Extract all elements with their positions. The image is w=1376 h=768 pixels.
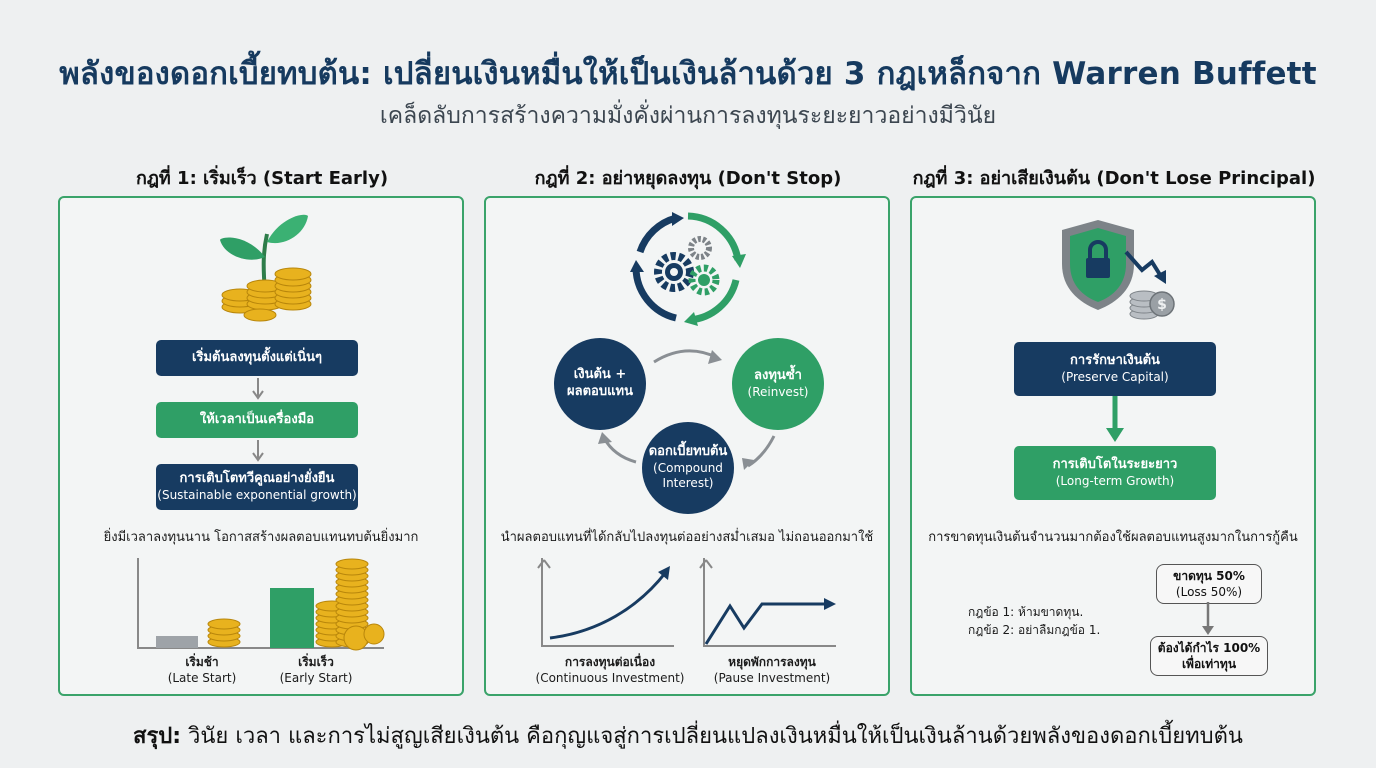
summary-label: สรุป: bbox=[133, 724, 182, 749]
pause-growth-line bbox=[704, 602, 828, 645]
exponential-growth-box: การเติบโตทวีคูณอย่างยั่งยืน (Sustainable… bbox=[156, 464, 358, 510]
gears-cycle-icon bbox=[630, 212, 746, 326]
shield-lock-icon: $ bbox=[1062, 220, 1175, 320]
rule3-panel: $ การรักษาเงินต้น (Preserve Capital) การ… bbox=[910, 196, 1316, 696]
continuous-investment-chart bbox=[537, 558, 674, 647]
rule3-heading: กฎที่ 3: อย่าเสียเงินต้น (Don't Lose Pri… bbox=[912, 168, 1316, 189]
principal-plus-return-circle: เงินต้น + ผลตอบแทน bbox=[554, 338, 646, 430]
cycle-arrows bbox=[598, 349, 776, 470]
rule2-caption: นำผลตอบแทนที่ได้กลับไปลงทุนต่ออย่างสม่ำเ… bbox=[500, 530, 874, 545]
rule1-caption: ยิ่งมีเวลาลงทุนนาน โอกาสสร้างผลตอบแทนทบต… bbox=[103, 530, 419, 545]
buffett-rule-2: กฎข้อ 2: อย่าลืมกฎข้อ 1. bbox=[968, 623, 1101, 637]
early-start-bar bbox=[270, 588, 314, 648]
late-start-label: เริ่มช้า(Late Start) bbox=[167, 655, 237, 686]
compound-interest-circle: ดอกเบี้ยทบต้น (Compound Interest) bbox=[642, 422, 734, 514]
summary-text: วินัย เวลา และการไม่สูญเสียเงินต้น คือกุ… bbox=[181, 724, 1243, 749]
page-title: พลังของดอกเบี้ยทบต้น: เปลี่ยนเงินหมื่นให… bbox=[59, 56, 1317, 92]
preserve-capital-box: การรักษาเงินต้น (Preserve Capital) bbox=[1014, 342, 1216, 396]
start-investing-early-box: เริ่มต้นลงทุนตั้งแต่เนิ่นๆ bbox=[156, 340, 358, 376]
loss-50-box: ขาดทุน 50%(Loss 50%) bbox=[1156, 564, 1262, 604]
late-vs-early-chart bbox=[137, 558, 385, 651]
rule1-heading: กฎที่ 1: เริ่มเร็ว (Start Early) bbox=[135, 168, 389, 189]
step1-label: เริ่มต้นลงทุนตั้งแต่เนิ่นๆ bbox=[192, 349, 322, 365]
reinvest-circle: ลงทุนซ้ำ (Reinvest) bbox=[732, 338, 824, 430]
page-subtitle: เคล็ดลับการสร้างความมั่งคั่งผ่านการลงทุน… bbox=[379, 103, 997, 129]
early-start-label: เริ่มเร็ว(Early Start) bbox=[279, 655, 353, 686]
buffett-rule-1: กฎข้อ 1: ห้ามขาดทุน. bbox=[968, 605, 1084, 619]
time-as-tool-box: ให้เวลาเป็นเครื่องมือ bbox=[156, 402, 358, 438]
step3-label: การเติบโตทวีคูณอย่างยั่งยืน bbox=[179, 470, 335, 486]
pause-investment-chart bbox=[699, 558, 836, 647]
arrow-down-icon bbox=[252, 440, 264, 462]
arrow-down-icon bbox=[1106, 396, 1124, 442]
arrow-down-icon bbox=[252, 378, 264, 400]
continuous-growth-line bbox=[549, 571, 668, 640]
long-term-growth-box: การเติบโตในระยะยาว (Long-term Growth) bbox=[1014, 446, 1216, 500]
svg-text:$: $ bbox=[1157, 297, 1167, 313]
rule1-panel: เริ่มต้นลงทุนตั้งแต่เนิ่นๆ ให้เวลาเป็นเค… bbox=[58, 196, 464, 696]
rule3-caption: การขาดทุนเงินต้นจำนวนมากต้องใช้ผลตอบแทนส… bbox=[928, 530, 1298, 545]
pause-investment-label: หยุดพักการลงทุน(Pause Investment) bbox=[713, 655, 831, 686]
rule2-panel: เงินต้น + ผลตอบแทน ลงทุนซ้ำ (Reinvest) ด… bbox=[484, 196, 890, 696]
step3-sublabel: (Sustainable exponential growth) bbox=[157, 487, 357, 502]
arrow-down-icon bbox=[1202, 602, 1214, 635]
late-start-bar bbox=[156, 636, 198, 648]
gain-100-box: ต้องได้กำไร 100%เพื่อเท่าทุน bbox=[1150, 636, 1268, 676]
summary: สรุป: วินัย เวลา และการไม่สูญเสียเงินต้น… bbox=[0, 718, 1376, 753]
step2-label: ให้เวลาเป็นเครื่องมือ bbox=[199, 411, 315, 427]
rule2-heading: กฎที่ 2: อย่าหยุดลงทุน (Don't Stop) bbox=[534, 168, 842, 189]
continuous-investment-label: การลงทุนต่อเนื่อง(Continuous Investment) bbox=[535, 655, 685, 686]
plant-with-coins-icon bbox=[220, 214, 312, 322]
